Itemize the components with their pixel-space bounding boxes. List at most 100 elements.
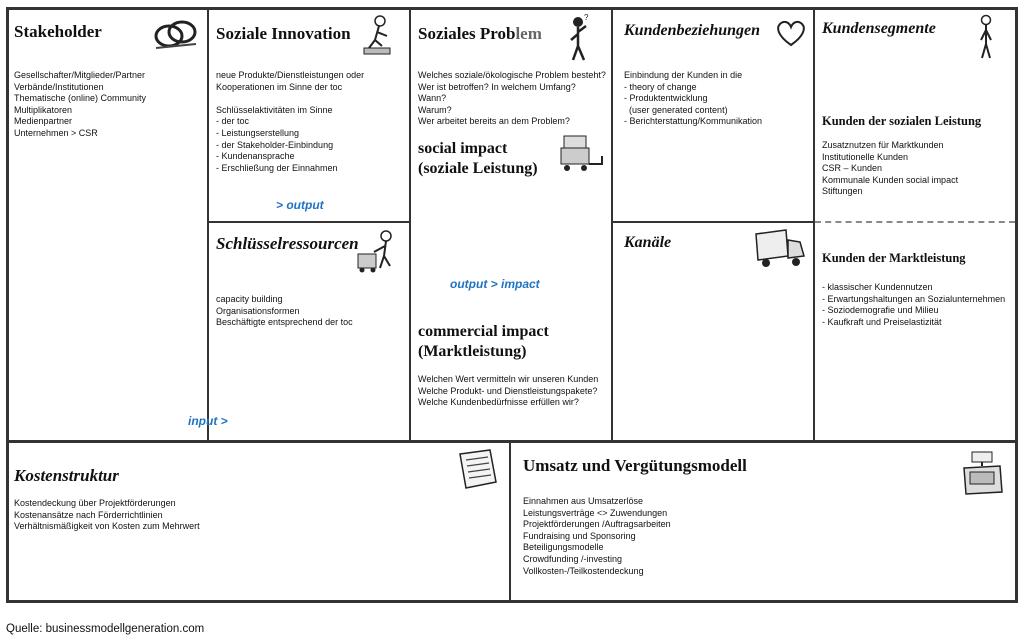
grid-line	[612, 221, 815, 223]
schluesselressourcen-title: Schlüsselressourcen	[216, 234, 359, 253]
list-item: Multiplikatoren	[14, 104, 73, 115]
list-item: (user generated content)	[624, 104, 728, 115]
list-item: Kooperationen im Sinne der toc	[216, 81, 343, 92]
list-item: Wer ist betroffen? In welchem Umfang?	[418, 81, 576, 92]
heading-line: (Marktleistung)	[418, 343, 527, 360]
list-item: Welche Produkt- und Dienstleistungspaket…	[418, 385, 598, 396]
soziales-problem-list: Welches soziale/ökologische Problem best…	[418, 70, 606, 128]
source-caption: Quelle: businessmodellgeneration.com	[6, 623, 205, 635]
list-item: Thematische (online) Community	[14, 93, 147, 104]
umsatz-list: Einnahmen aus Umsatzerlöse Leistungsvert…	[523, 496, 671, 577]
kunden-markt-list: - klassischer Kundennutzen - Erwartungsh…	[822, 282, 1005, 328]
kunden-markt-title: Kunden der Marktleistung	[822, 251, 966, 265]
thinking-person-icon: ?	[570, 13, 589, 61]
heart-icon	[777, 20, 805, 47]
rings-icon	[154, 20, 197, 49]
kunden-sozial-list: Zusatznutzen für Marktkunden Institution…	[822, 140, 958, 198]
list-item: Welchen Wert vermitteln wir unseren Kund…	[418, 374, 599, 384]
heading-line: commercial impact	[418, 323, 549, 340]
soziale-innovation-title: Soziale Innovation	[216, 24, 351, 43]
list-spacer	[216, 93, 364, 105]
grid-line	[813, 8, 815, 442]
list-item: capacity building	[216, 294, 283, 304]
list-item: Welche Kundenbedürfnisse erfüllen wir?	[418, 397, 579, 408]
list-item: Warum?	[418, 104, 452, 115]
list-item: Organisationsformen	[216, 305, 300, 316]
list-item: - der Stakeholder-Einbindung	[216, 139, 334, 150]
list-item: Welches soziale/ökologische Problem best…	[418, 70, 606, 80]
list-item: Kommunale Kunden social impact	[822, 174, 959, 185]
list-item: Zusatznutzen für Marktkunden	[822, 140, 944, 150]
stakeholder-list: Gesellschafter/Mitglieder/Partner Verbän…	[14, 70, 146, 140]
kundenbeziehungen-title: Kundenbeziehungen	[624, 22, 761, 39]
grid-line	[409, 8, 411, 442]
list-item: - Erschließung der Einnahmen	[216, 162, 338, 173]
svg-text:?: ?	[584, 13, 589, 22]
segment-divider	[815, 221, 1015, 223]
grid-line	[509, 441, 511, 601]
list-item: Einnahmen aus Umsatzerlöse	[523, 496, 644, 506]
standing-person-icon	[980, 14, 992, 59]
list-item: Beschäftigte entsprechend der toc	[216, 317, 353, 328]
umsatz-title: Umsatz und Vergütungsmodell	[523, 456, 747, 475]
list-item: Wann?	[418, 93, 447, 104]
list-item: Schlüsselaktivitäten im Sinne	[216, 104, 333, 115]
receipt-icon	[459, 449, 497, 489]
grid-line	[208, 221, 411, 223]
grid-line	[207, 8, 209, 442]
output-impact-label: output > impact	[450, 277, 540, 291]
list-item: - Produktentwicklung	[624, 93, 708, 104]
list-item: CSR – Kunden	[822, 163, 883, 174]
schluesselressourcen-list: capacity building Organisationsformen Be…	[216, 294, 353, 329]
list-item: Einbindung der Kunden in die	[624, 70, 743, 80]
kunden-sozial-title: Kunden der sozialen Leistung	[822, 114, 982, 128]
list-item: Fundraising und Sponsoring	[523, 530, 636, 541]
list-item: Beteiligungsmodelle	[523, 542, 604, 553]
commercial-impact-list: Welchen Wert vermitteln wir unseren Kund…	[418, 374, 598, 409]
list-item: - Berichterstattung/Kommunikation	[624, 116, 763, 127]
list-item: Leistungsverträge <> Zuwendungen	[523, 507, 668, 518]
commercial-impact-heading: commercial impact (Marktleistung)	[418, 322, 549, 362]
list-item: - theory of change	[624, 81, 697, 92]
list-item: - der toc	[216, 116, 250, 127]
person-sweeping-icon	[363, 15, 391, 55]
soziale-innovation-list: neue Produkte/Dienstleistungen oder Koop…	[216, 70, 364, 174]
title-text: Soziales Prob	[418, 24, 516, 43]
delivery-cart-icon	[560, 135, 603, 171]
heading-line: (soziale Leistung)	[418, 160, 538, 177]
kanaele-title: Kanäle	[624, 234, 672, 251]
list-item: Verhältnismäßigkeit von Kosten zum Mehrw…	[14, 521, 200, 532]
person-pushing-cart-icon	[357, 230, 392, 273]
truck-icon	[755, 229, 805, 267]
kostenstruktur-title: Kostenstruktur	[14, 466, 119, 485]
list-item: Unternehmen > CSR	[14, 127, 98, 138]
canvas-frame	[6, 7, 1018, 603]
list-item: neue Produkte/Dienstleistungen oder	[216, 70, 365, 80]
list-item: Kostenansätze nach Förderrichtlinien	[14, 509, 163, 520]
list-item: Vollkosten-/Teilkostendeckung	[523, 565, 644, 576]
social-impact-heading: social impact (soziale Leistung)	[418, 139, 538, 179]
title-text-faded: lem	[515, 24, 542, 43]
list-item: Verbände/Institutionen	[14, 81, 104, 92]
grid-line	[611, 8, 613, 442]
list-item: - Leistungserstellung	[216, 127, 300, 138]
list-item: Gesellschafter/Mitglieder/Partner	[14, 70, 146, 80]
stakeholder-title: Stakeholder	[14, 22, 102, 41]
list-item: - klassischer Kundennutzen	[822, 282, 933, 292]
list-item: Crowdfunding /-investing	[523, 553, 623, 564]
list-item: - Soziodemografie und Milieu	[822, 305, 939, 316]
list-item: - Erwartungshaltungen an Sozialunternehm…	[822, 293, 1006, 304]
soziales-problem-title: Soziales Problem	[418, 24, 542, 44]
input-label: input >	[188, 414, 228, 428]
list-item: - Kaufkraft und Preiselastizität	[822, 316, 942, 327]
list-item: Medienpartner	[14, 116, 73, 127]
list-item: Stiftungen	[822, 186, 863, 197]
kundenbeziehungen-list: Einbindung der Kunden in die - theory of…	[624, 70, 762, 128]
heading-line: social impact	[418, 140, 508, 157]
list-item: Projektförderungen /Auftragsarbeiten	[523, 519, 671, 530]
output-label: > output	[276, 198, 324, 212]
list-item: Institutionelle Kunden	[822, 151, 909, 162]
kundensegmente-title: Kundensegmente	[822, 20, 936, 37]
list-item: Kostendeckung über Projektförderungen	[14, 498, 176, 508]
